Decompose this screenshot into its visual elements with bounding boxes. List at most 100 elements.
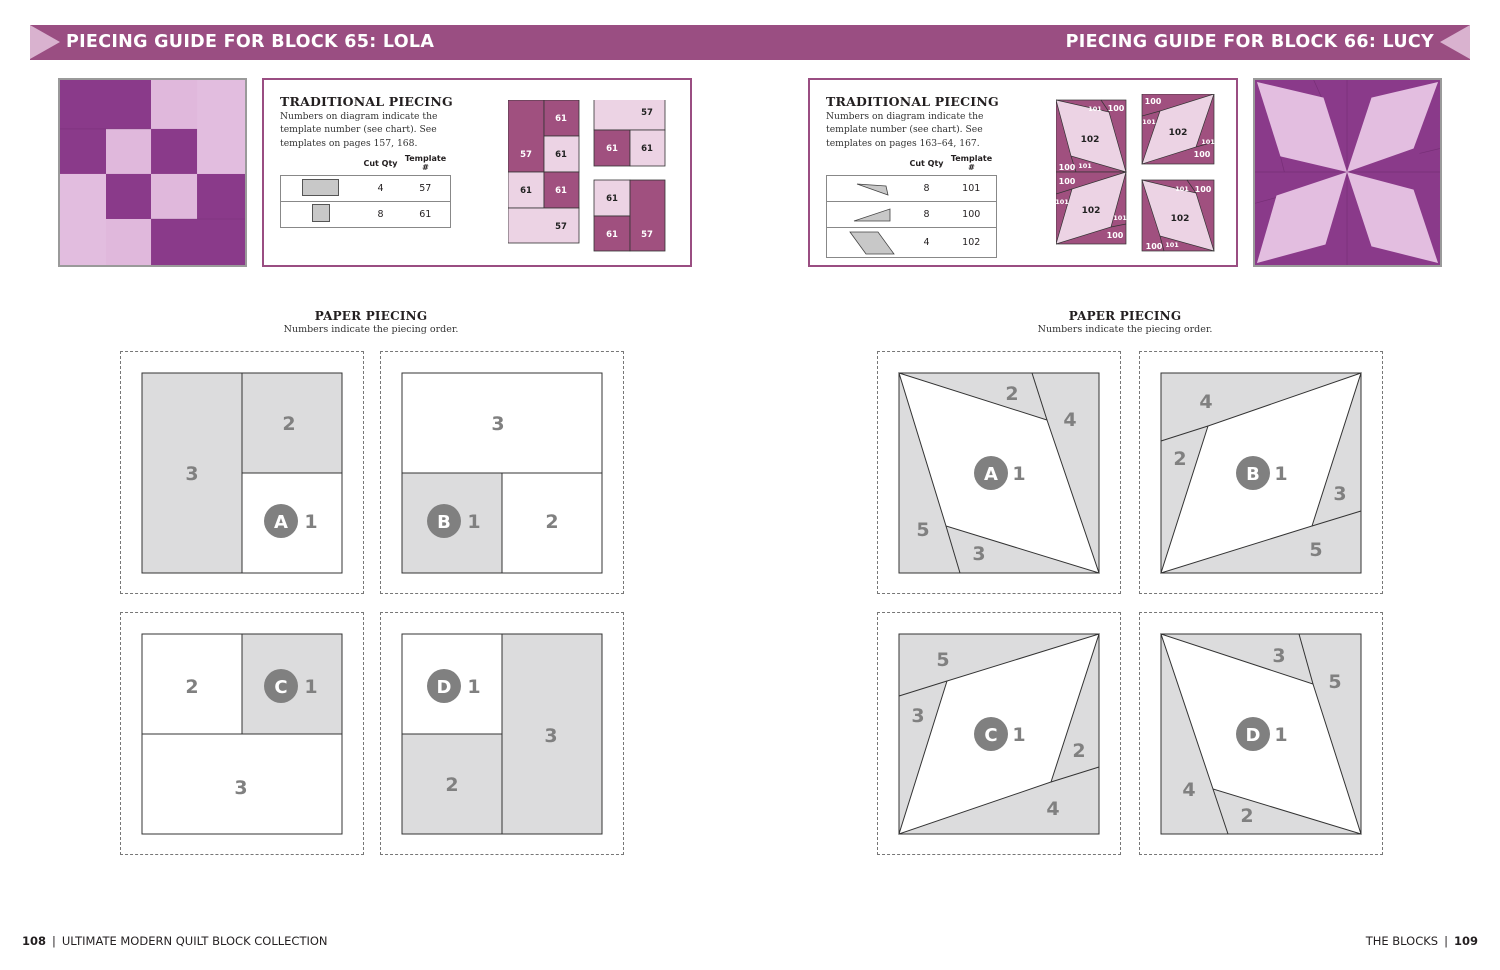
book-title: ULTIMATE MODERN QUILT BLOCK COLLECTION [61,934,328,948]
template-cell: 57 [400,175,451,202]
lola-unit-d: D 1 2 3 [380,612,624,855]
unit-letter-badge [974,456,1008,490]
traditional-description: Numbers on diagram indicate the template… [826,111,984,149]
lucy-unit-a: 2 4 A 1 5 3 [877,351,1121,594]
col-cut-qty: Cut Qty [909,158,944,168]
svg-text:2: 2 [1005,383,1018,405]
svg-text:61: 61 [641,144,653,154]
svg-text:2: 2 [1072,740,1085,762]
lola-unit-a: 3 2 A 1 [120,351,364,594]
svg-text:101: 101 [1142,118,1156,126]
lola-unit-b: 3 B 1 2 [380,351,624,594]
unit-letter-badge [264,504,298,538]
svg-text:57: 57 [641,108,653,118]
svg-text:61: 61 [555,114,567,124]
svg-text:D: D [437,677,452,698]
svg-text:5: 5 [916,519,929,541]
svg-text:1: 1 [1274,463,1287,485]
svg-text:3: 3 [234,777,247,799]
page-number: 108 [22,934,47,948]
svg-text:1: 1 [1012,724,1025,746]
svg-text:4: 4 [1182,779,1195,801]
square-shape-icon [311,204,330,222]
svg-text:D: D [1246,725,1261,746]
svg-text:3: 3 [185,463,198,485]
table-row: 8 101 [826,175,997,202]
svg-text:101: 101 [1078,162,1092,170]
svg-text:101: 101 [1056,198,1069,206]
paper-piecing-heading-66: PAPER PIECING Numbers indicate the pieci… [975,309,1275,335]
svg-text:61: 61 [606,230,618,240]
svg-text:102: 102 [1081,135,1100,145]
lucy-unit-b: 4 2 B 1 3 5 [1139,351,1383,594]
footer-right: THE BLOCKS|109 [1365,934,1478,948]
table-row: 4 57 [280,175,451,202]
small-triangle-shape-icon [856,183,889,196]
svg-text:101: 101 [1201,138,1215,146]
unit-letter-badge [1236,717,1270,751]
traditional-piecing-panel-66: TRADITIONAL PIECING Numbers on diagram i… [808,78,1238,267]
lucy-block-photo [1253,78,1442,267]
banner-arrow-icon [1440,25,1470,59]
svg-text:3: 3 [972,543,985,565]
traditional-piecing-panel-65: TRADITIONAL PIECING Numbers on diagram i… [262,78,692,267]
qty-cell: 8 [360,201,401,228]
svg-text:2: 2 [282,413,295,435]
svg-text:101: 101 [1113,214,1127,222]
qty-cell: 4 [906,227,947,258]
svg-text:3: 3 [1272,645,1285,667]
cut-table: Cut Qty Template # 4 57 8 61 [280,154,451,228]
svg-text:61: 61 [606,194,618,204]
lucy-traditional-diagram: 102 101 100 100 101 100 101 102 101 100 … [1056,94,1221,254]
rectangle-shape-icon [302,178,340,196]
banner-title: PIECING GUIDE FOR BLOCK 65: LOLA [66,32,435,52]
svg-text:100: 100 [1194,150,1211,159]
svg-text:101: 101 [1165,241,1179,249]
block-66-banner: PIECING GUIDE FOR BLOCK 66: LUCY [748,25,1470,60]
template-cell: 100 [946,201,997,228]
svg-text:1: 1 [467,676,480,698]
svg-text:4: 4 [1046,798,1059,820]
svg-text:1: 1 [1274,724,1287,746]
svg-text:A: A [274,512,288,533]
paper-piecing-heading-65: PAPER PIECING Numbers indicate the pieci… [221,309,521,335]
svg-text:C: C [984,725,997,746]
svg-text:61: 61 [555,150,567,160]
svg-text:100: 100 [1059,163,1076,172]
banner-arrow-icon [30,25,60,59]
svg-text:101: 101 [1175,185,1189,193]
block-65-banner: PIECING GUIDE FOR BLOCK 65: LOLA [30,25,752,60]
traditional-description: Numbers on diagram indicate the template… [280,111,438,149]
unit-letter-badge [1236,456,1270,490]
svg-text:C: C [274,677,287,698]
svg-text:3: 3 [1333,483,1346,505]
svg-text:1: 1 [304,676,317,698]
svg-text:4: 4 [1199,391,1212,413]
svg-text:102: 102 [1171,214,1190,224]
footer-left: 108|ULTIMATE MODERN QUILT BLOCK COLLECTI… [22,934,328,948]
svg-text:102: 102 [1169,128,1188,138]
traditional-heading: TRADITIONAL PIECING [826,94,999,109]
unit-letter-badge [974,717,1008,751]
template-cell: 61 [400,201,451,228]
unit-letter-badge [427,504,461,538]
svg-text:61: 61 [606,144,618,154]
svg-text:2: 2 [545,511,558,533]
svg-text:100: 100 [1146,242,1163,251]
svg-text:100: 100 [1195,185,1212,194]
section-title: THE BLOCKS [1365,934,1439,948]
svg-text:A: A [984,464,998,485]
svg-text:5: 5 [936,649,949,671]
cut-table: Cut Qty Template # 8 101 8 100 4 102 [826,154,997,258]
qty-cell: 8 [906,201,947,228]
template-cell: 102 [946,227,997,258]
svg-text:100: 100 [1145,97,1162,106]
svg-text:102: 102 [1082,206,1101,216]
paper-piecing-subtitle: Numbers indicate the piecing order. [1037,324,1213,335]
lola-block-photo [58,78,247,267]
parallelogram-shape-icon [848,231,895,254]
unit-letter-badge [427,669,461,703]
svg-text:61: 61 [555,186,567,196]
col-cut-qty: Cut Qty [363,158,398,168]
svg-text:61: 61 [520,186,532,196]
